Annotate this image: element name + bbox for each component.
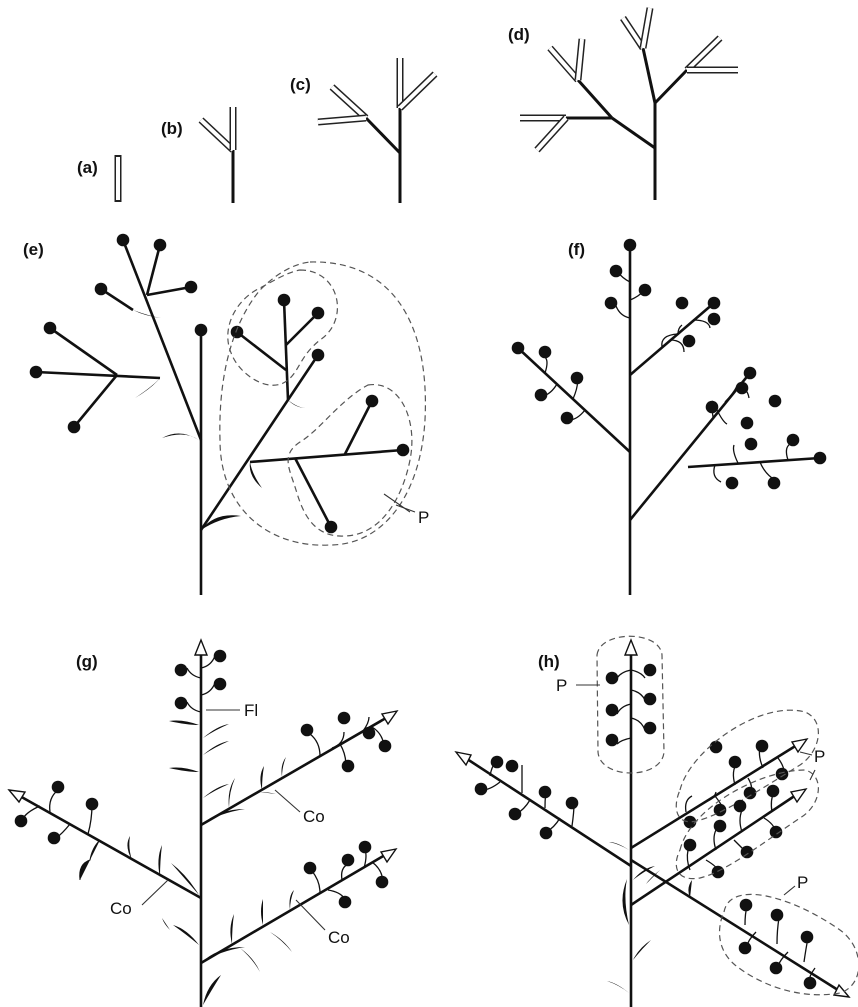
- panel-f: (f): [511, 238, 827, 595]
- co-label-g-left: Co: [110, 899, 132, 918]
- co-label-g-upper: Co: [303, 807, 325, 826]
- panel-c: (c): [290, 58, 438, 203]
- p-label-h-lower-right: P: [797, 873, 808, 892]
- panel-b: (b): [161, 107, 237, 203]
- panel-g-label: (g): [76, 652, 98, 671]
- panel-h-label: (h): [538, 652, 560, 671]
- p-label-h-top: P: [556, 676, 567, 695]
- panel-b-label: (b): [161, 119, 183, 138]
- panel-d-label: (d): [508, 25, 530, 44]
- panel-d: (d): [508, 7, 738, 200]
- p-label-e: P: [418, 508, 429, 527]
- panel-h: (h) P P: [454, 635, 858, 1007]
- panel-c-label: (c): [290, 75, 311, 94]
- panel-a-label: (a): [77, 158, 98, 177]
- panel-f-label: (f): [568, 240, 585, 259]
- fl-label-g: Fl: [244, 701, 258, 720]
- panel-g: (g) Fl Co: [7, 638, 399, 1007]
- panel-e-label: (e): [23, 240, 44, 259]
- p-label-h-upper-right: P: [814, 747, 825, 766]
- panel-a: (a): [77, 155, 122, 202]
- co-label-g-lower: Co: [328, 928, 350, 947]
- panel-e: (e): [23, 233, 429, 595]
